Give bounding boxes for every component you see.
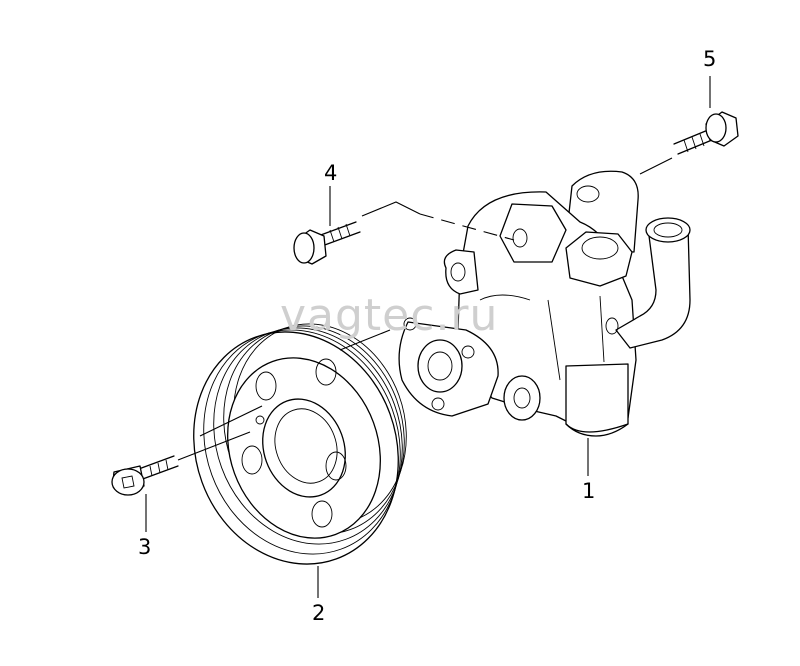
pump-bottom-lug <box>503 375 541 421</box>
pump-top-boss <box>499 203 567 263</box>
watermark: vagtec.ru <box>280 290 498 341</box>
pump-left-flange <box>443 249 479 295</box>
callout-2: 2 <box>312 601 325 625</box>
callout-4: 4 <box>324 161 337 185</box>
power-steering-pump <box>443 170 691 437</box>
callout-1: 1 <box>582 479 595 503</box>
pulley <box>193 323 407 565</box>
pulley-socket-bolt <box>111 455 179 496</box>
rear-flange-bolt <box>673 111 739 155</box>
callout-5: 5 <box>703 47 716 71</box>
suction-fitting <box>615 225 691 349</box>
pump-lower-cylinder <box>565 363 629 437</box>
pump-ear-hole <box>576 185 600 203</box>
pump-drive-hub <box>398 317 499 417</box>
front-flange-bolt <box>293 221 361 265</box>
callout-3: 3 <box>138 535 151 559</box>
assembly-lines <box>145 76 711 598</box>
